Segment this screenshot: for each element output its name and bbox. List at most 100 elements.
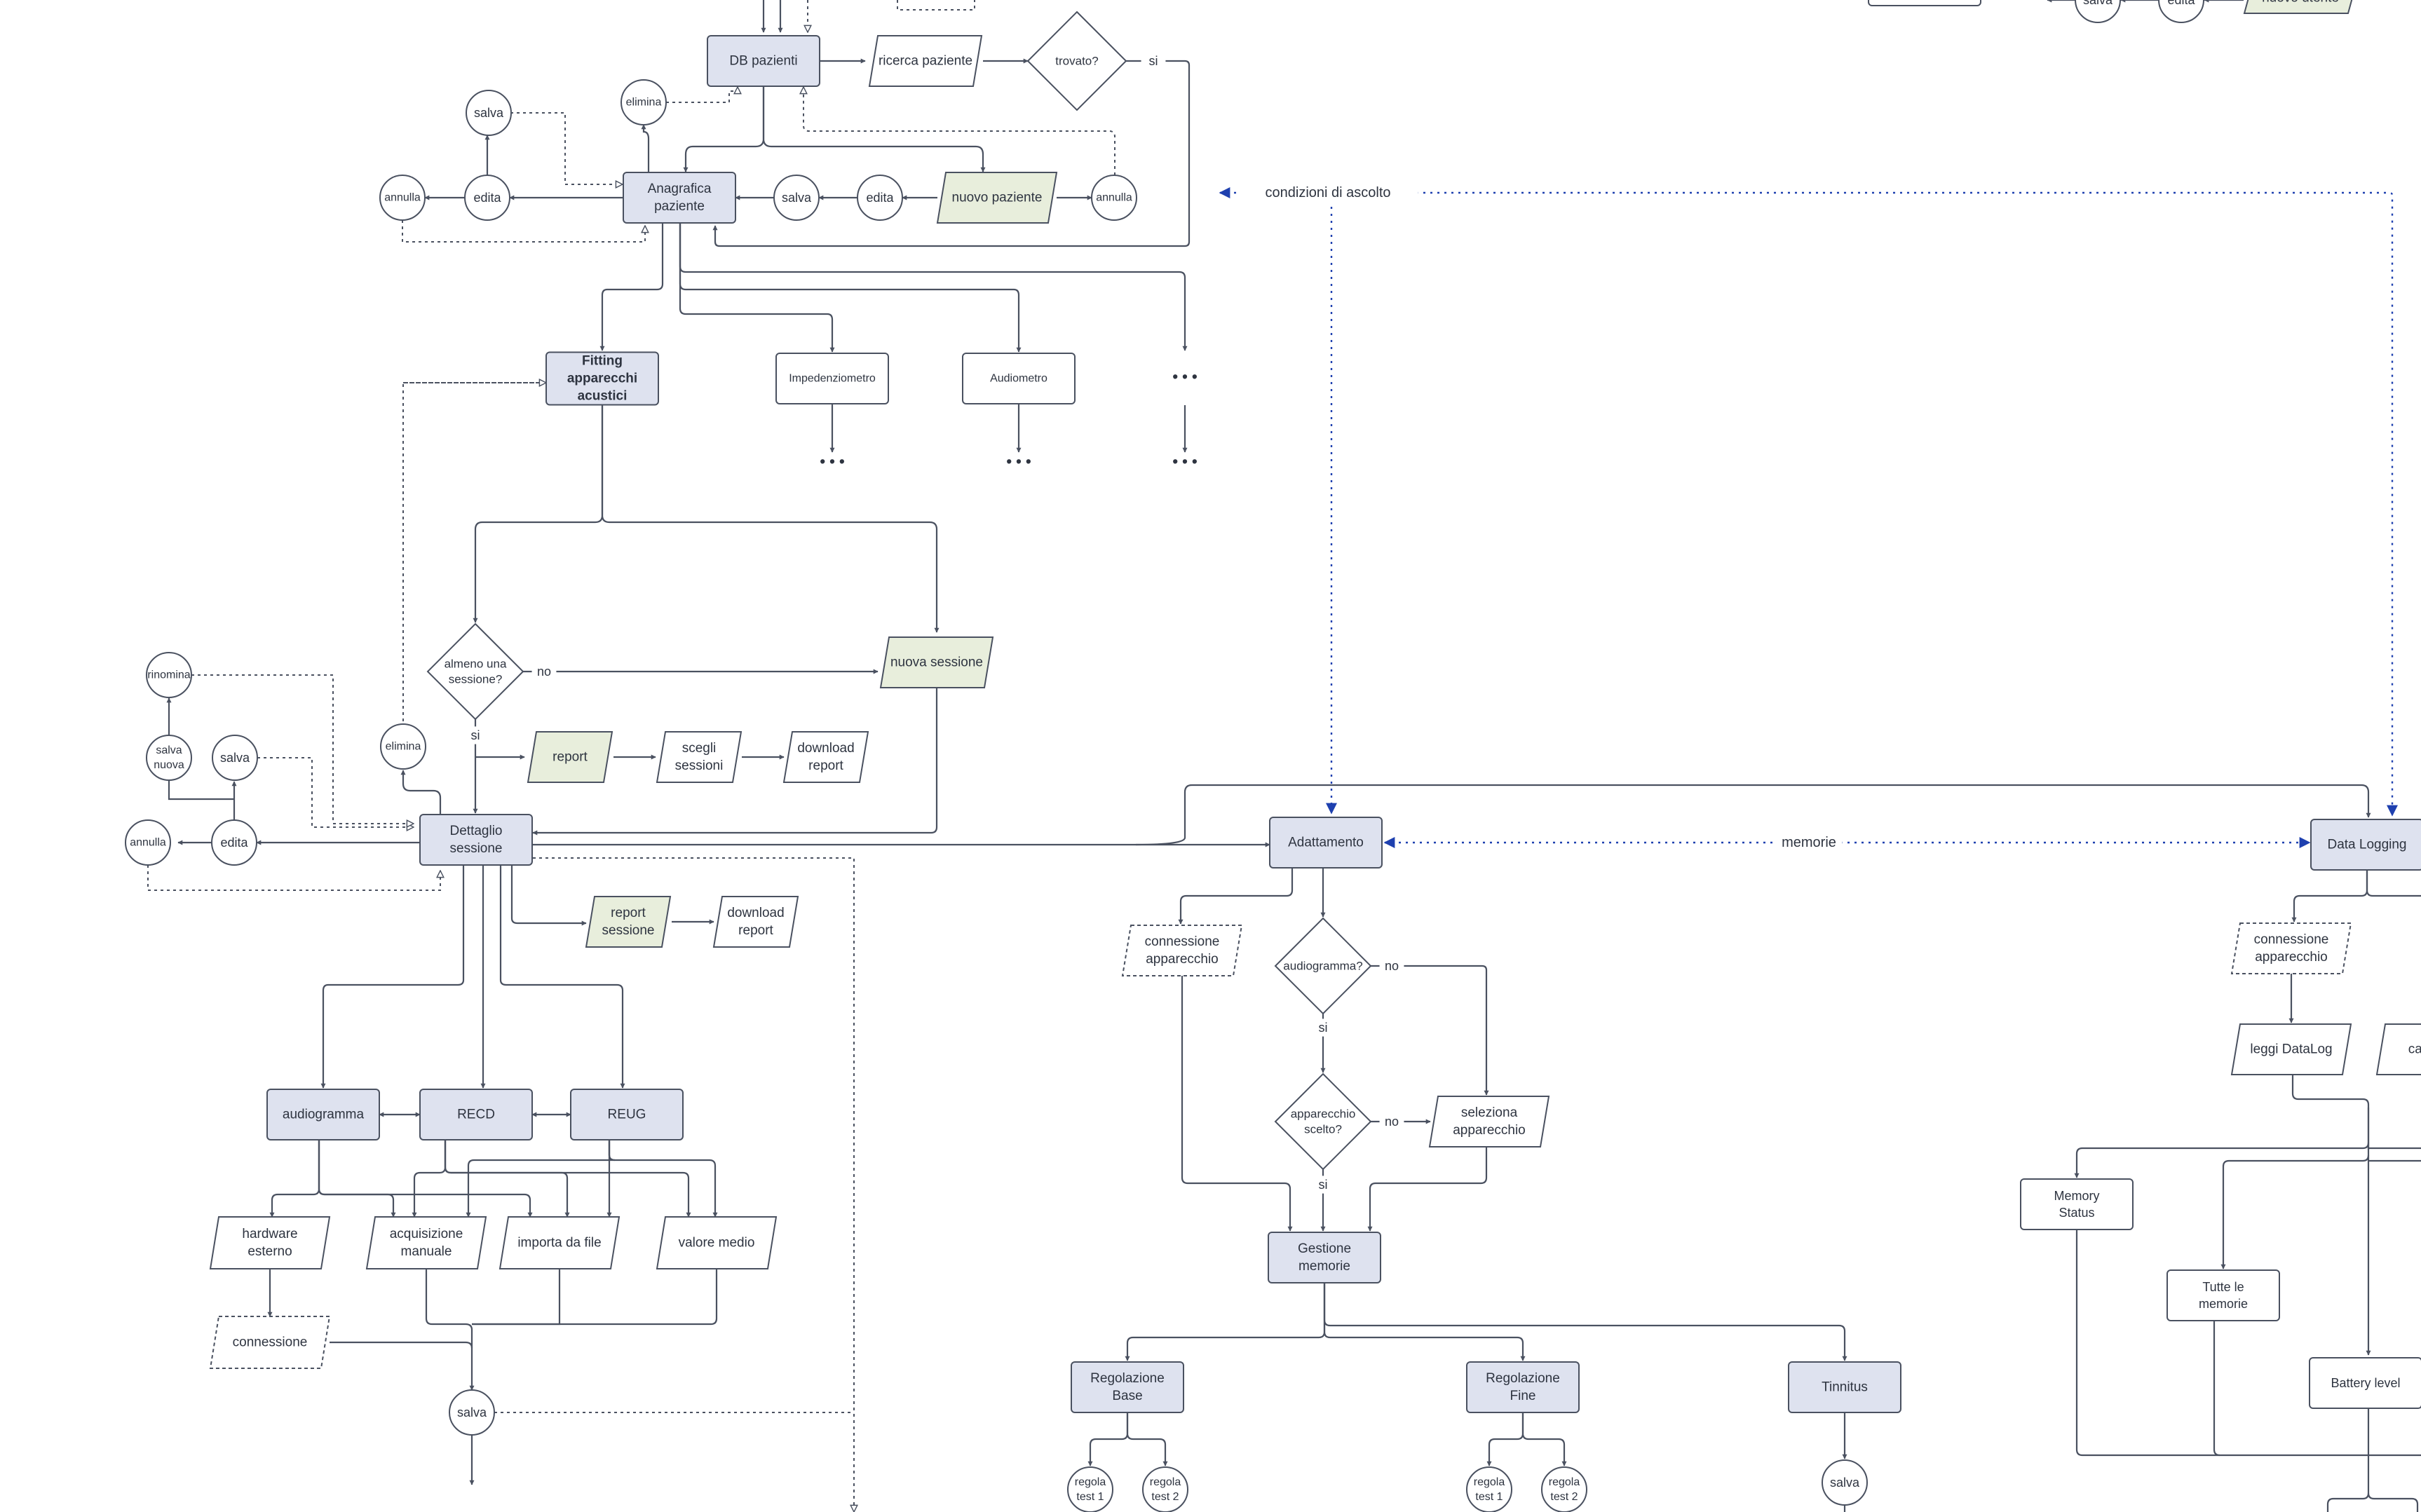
connector [2074, 1142, 2370, 1178]
node-label-line: download [797, 741, 854, 756]
node-adattamento[interactable]: Adattamento [1269, 817, 1383, 869]
node-reug[interactable]: REUG [570, 1089, 684, 1140]
node-label-line: edita [473, 191, 501, 205]
node-label-line: salva [2083, 0, 2113, 7]
node-shape-circle [380, 723, 426, 770]
node-leggi-datalog[interactable]: leggi DataLog [2230, 1023, 2352, 1075]
connector [2291, 870, 2368, 922]
node-label-line: salva [782, 191, 812, 205]
node-shape-parallelogram [656, 731, 742, 783]
node-utente[interactable]: utente [1868, 0, 1981, 6]
node-rinomina[interactable]: rinomina [146, 652, 192, 698]
connector [601, 405, 940, 633]
node-salva-u[interactable]: salva [2075, 0, 2121, 23]
node-importa-file[interactable]: importa da file [499, 1216, 620, 1269]
node-salva-4[interactable]: salva [449, 1389, 495, 1436]
connector [1087, 1412, 1129, 1466]
node-edita-2[interactable]: edita [857, 175, 903, 221]
connector [147, 865, 440, 891]
node-tinnitus[interactable]: Tinnitus [1788, 1361, 1901, 1413]
node-salva-5[interactable]: salva [1822, 1459, 1868, 1506]
node-label-line: cari [2408, 1042, 2421, 1057]
node-label-line: edita [866, 191, 894, 205]
connector [412, 1140, 447, 1218]
node-edita-1[interactable]: edita [464, 175, 510, 221]
node-battery-level[interactable]: Battery level [2309, 1357, 2421, 1409]
connector [499, 865, 625, 1089]
node-shape-parallelogram [2230, 922, 2352, 974]
node-label-line: elimina [386, 741, 421, 753]
node-ricerca-paziente[interactable]: ricerca paziente [868, 35, 983, 87]
connector [1178, 868, 1294, 925]
node-nuova-sessione[interactable]: nuova sessione [879, 636, 994, 688]
node-elimina-1[interactable]: elimina [620, 79, 667, 125]
node-nuovo-paziente[interactable]: nuovo paziente [936, 172, 1058, 224]
node-elimina-2[interactable]: elimina [380, 723, 426, 770]
connector [472, 1269, 718, 1326]
node-nuovo-utente[interactable]: nuovo utente [2243, 0, 2356, 14]
node-audiometro[interactable]: Audiometro [962, 353, 1076, 404]
node-audiogramma-q[interactable]: audiogramma? [1274, 917, 1372, 1015]
node-shape-parallelogram [2230, 1023, 2352, 1075]
node-label-line: annulla [384, 192, 421, 204]
node-annulla-2[interactable]: annulla [1091, 175, 1137, 221]
node-trovato[interactable]: trovato? [1026, 11, 1127, 111]
connector [1181, 976, 1293, 1232]
node-label-line: Dettaglio [450, 824, 503, 838]
node-edita-3[interactable]: edita [211, 819, 257, 866]
node-shape-parallelogram [365, 1216, 487, 1269]
node-edita-u[interactable]: edita [2158, 0, 2204, 23]
node-label-line: Tinnitus [1822, 1380, 1868, 1395]
node-annulla-3[interactable]: annulla [125, 819, 171, 866]
node-shape-parallelogram [209, 1316, 331, 1369]
node-impedenziometro[interactable]: Impedenziometro [775, 353, 889, 404]
node-report[interactable]: report [527, 731, 613, 783]
node-audiogramma[interactable]: audiogramma [266, 1089, 380, 1140]
node-shape-circle [466, 90, 512, 136]
node-label-line: Anagrafica [648, 182, 712, 196]
node-data-logging[interactable]: Data Logging [2310, 819, 2421, 871]
node-label-line: DB pazienti [729, 54, 797, 69]
node-label-line: audiogramma? [1283, 960, 1362, 973]
node-valore-medio[interactable]: valore medio [656, 1216, 778, 1269]
node-recd[interactable]: RECD [419, 1089, 533, 1140]
connector [466, 1140, 616, 1218]
node-connessione-1[interactable]: connessione [209, 1316, 331, 1369]
node-label-line: importa da file [517, 1236, 601, 1251]
node-salva-3[interactable]: salva [212, 735, 258, 781]
node-cari[interactable]: cari [2375, 1023, 2421, 1075]
node-label-line: report [611, 906, 646, 920]
node-db-pazienti[interactable]: DB pazienti [707, 35, 820, 87]
node-label-line: audiogramma [283, 1108, 365, 1122]
node-salva-2[interactable]: salva [773, 175, 820, 221]
node-salva-1[interactable]: salva [466, 90, 512, 136]
edge-label-memorie: memorie [1782, 835, 1836, 850]
node-annulla-1[interactable]: annulla [379, 175, 426, 221]
connector [2291, 1075, 2370, 1150]
node-label-line: Base [1112, 1389, 1142, 1403]
